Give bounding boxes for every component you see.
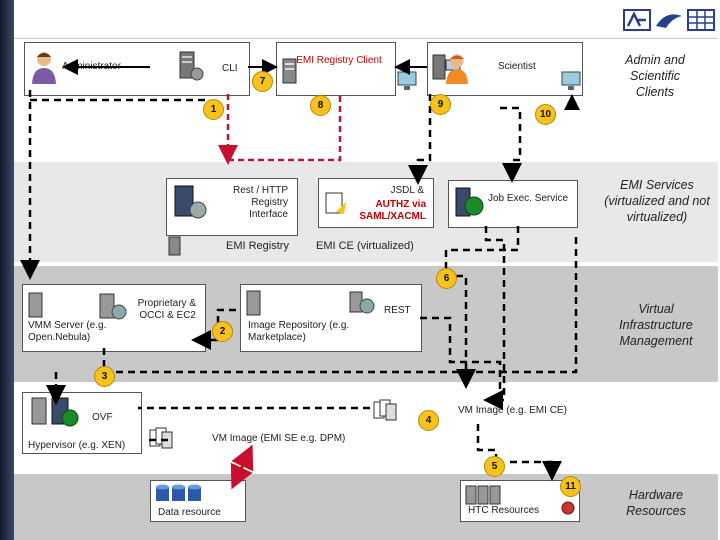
side-label-hardware: Hardware Resources — [626, 488, 686, 518]
cli-gear-icon — [179, 51, 204, 81]
htc-resources-label: HTC Resources — [468, 505, 540, 516]
administrator-person-icon — [32, 52, 56, 84]
badge-5: 5 — [484, 456, 505, 477]
jsdl-document-icon — [325, 192, 346, 214]
badge-4: 4 — [418, 410, 439, 431]
cli-label: CLI — [222, 63, 238, 74]
emi-ce-label: EMI CE (virtualized) — [316, 240, 414, 252]
image-repo-server-icon — [246, 290, 261, 316]
admin-cli-box — [24, 42, 250, 96]
vmm-server-label: VMM Server (e.g. Open.Nebula) — [28, 320, 107, 343]
badge-3: 3 — [94, 366, 115, 387]
scientist-label: Scientist — [498, 61, 536, 72]
logo-icons — [623, 9, 715, 31]
emi-registry-client-label: EMI Registry Client — [296, 55, 382, 66]
vm-image-se-label: VM Image (EMI SE e.g. DPM) — [212, 433, 346, 444]
vm-image-ce-label: VM Image (e.g. EMI CE) — [458, 405, 567, 416]
data-resource-label: Data resource — [158, 507, 221, 518]
vmm-server-icon — [28, 292, 43, 318]
badge-6: 6 — [436, 268, 457, 289]
image-repo-label: Image Repository (e.g. Marketplace) — [248, 320, 350, 343]
rest-gear-icon — [349, 291, 375, 314]
side-label-virtual: Virtual Infrastructure Management — [619, 302, 693, 348]
proprietary-label: Proprietary & OCCI & EC2 — [137, 298, 196, 321]
rest-label: REST — [384, 305, 411, 316]
badge-7: 7 — [252, 71, 273, 92]
badge-11: 11 — [560, 476, 581, 497]
registry-server-gear-icon — [174, 185, 207, 219]
ovf-label: OVF — [92, 412, 113, 423]
emi-registry-server-icon — [168, 236, 181, 256]
scientist-person-icon — [446, 54, 468, 84]
badge-8: 8 — [310, 95, 331, 116]
job-exec-gear-icon — [455, 187, 484, 217]
database-icon — [156, 484, 201, 501]
image-repository-box — [240, 284, 422, 352]
left-decor-strip — [0, 0, 14, 540]
emi-registry-client-box[interactable] — [276, 42, 396, 96]
emi-registry-client-server-icon — [282, 58, 297, 84]
htc-gear-icon — [561, 501, 575, 515]
rest-http-label: Rest / HTTP Registry Interface — [232, 185, 288, 220]
proprietary-gear-icon — [99, 293, 127, 320]
job-exec-label: Job Exec. Service — [488, 193, 569, 204]
htc-servers-icon — [465, 485, 501, 505]
badge-9: 9 — [430, 94, 451, 115]
authz-saml-label: AUTHZ via SAML/XACML — [359, 199, 426, 222]
side-label-clients: Admin and Scientific Clients — [625, 53, 685, 99]
hypervisor-label: Hypervisor (e.g. XEN) — [28, 440, 126, 451]
jsdl-label: JSDL & — [390, 185, 424, 196]
badge-2: 2 — [212, 321, 233, 342]
side-label-emi: EMI Services (virtualized and not virtua… — [604, 178, 710, 224]
badge-1: 1 — [203, 99, 224, 120]
emi-registry-label: EMI Registry — [226, 240, 289, 252]
badge-10: 10 — [535, 104, 556, 125]
vm-image-ce-icon — [373, 399, 397, 421]
band-hardware — [14, 474, 718, 540]
client-computer-icon-2 — [561, 71, 581, 90]
